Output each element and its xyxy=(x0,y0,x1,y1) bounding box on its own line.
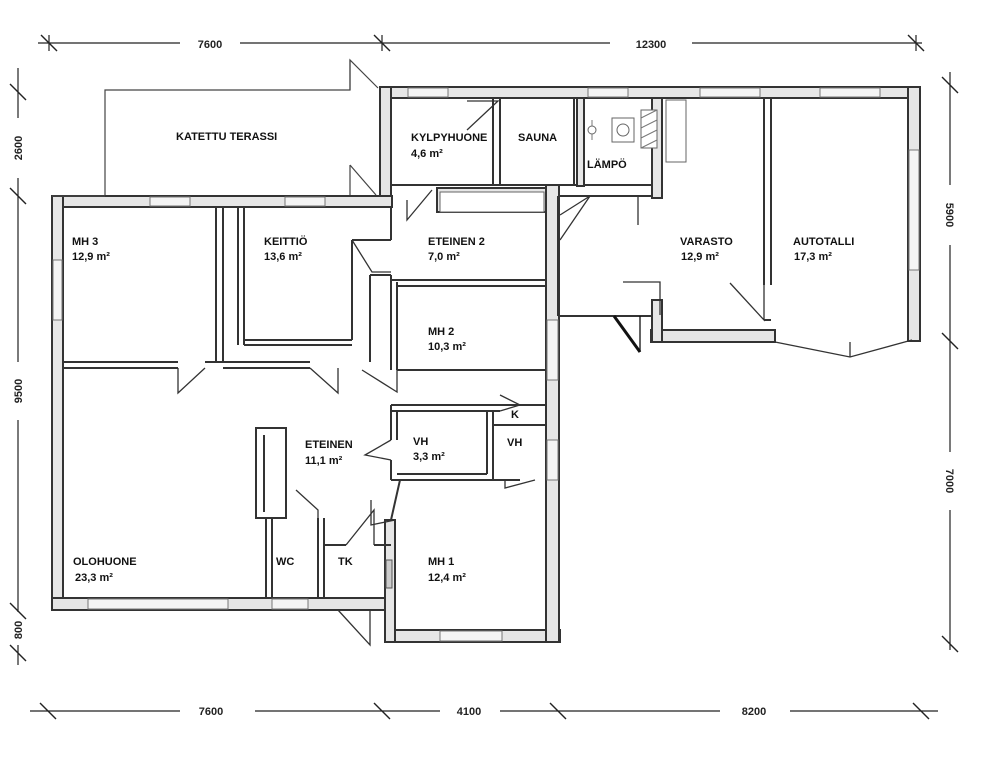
room-storage-name: VARASTO xyxy=(680,236,733,248)
room-garage-area: 17,3 m² xyxy=(794,251,832,263)
room-hall2-area: 7,0 m² xyxy=(428,251,460,263)
windows xyxy=(52,87,920,642)
room-bedroom2-area: 10,3 m² xyxy=(428,341,466,353)
dim-left-1: 2600 xyxy=(13,136,25,160)
dim-bottom-2: 4100 xyxy=(457,706,481,718)
dim-right-2: 7000 xyxy=(943,469,955,493)
equipment xyxy=(385,99,687,589)
interior-walls xyxy=(63,98,772,598)
room-sauna-name: SAUNA xyxy=(518,132,557,144)
room-bathroom-area: 4,6 m² xyxy=(411,148,443,160)
room-living-area: 23,3 m² xyxy=(75,572,113,584)
room-kitchen-name: KEITTIÖ xyxy=(264,235,308,248)
room-closet-vh-area: 3,3 m² xyxy=(413,451,445,463)
room-bedroom1-area: 12,4 m² xyxy=(428,572,466,584)
room-bedroom3-name: MH 3 xyxy=(72,236,98,248)
room-hall2-name: ETEINEN 2 xyxy=(428,236,485,248)
room-heating-name: LÄMPÖ xyxy=(587,158,627,171)
dim-right-1: 5900 xyxy=(943,203,955,227)
doors xyxy=(177,100,913,647)
dim-left-3: 800 xyxy=(13,621,25,639)
room-closet-k-name: K xyxy=(511,409,519,421)
room-storage-area: 12,9 m² xyxy=(681,251,719,263)
room-bedroom2-name: MH 2 xyxy=(428,326,454,338)
exterior-walls xyxy=(51,86,921,643)
room-kitchen-area: 13,6 m² xyxy=(264,251,302,263)
room-bedroom3-area: 12,9 m² xyxy=(72,251,110,263)
room-closet-vh-name: VH xyxy=(413,436,428,448)
room-garage-name: AUTOTALLI xyxy=(793,236,854,248)
dim-bottom-3: 8200 xyxy=(742,706,766,718)
room-tk-name: TK xyxy=(338,556,353,568)
room-bathroom-name: KYLPYHUONE xyxy=(411,132,487,144)
dimension-lines xyxy=(9,34,959,720)
room-terrace-name: KATETTU TERASSI xyxy=(176,131,277,143)
room-hall-area: 11,1 m² xyxy=(305,455,343,467)
room-bedroom1-name: MH 1 xyxy=(428,556,454,568)
dim-top-1: 7600 xyxy=(198,39,222,51)
dim-top-2: 12300 xyxy=(636,39,667,51)
room-living-name: OLOHUONE xyxy=(73,556,137,568)
room-hall-name: ETEINEN xyxy=(305,439,353,451)
room-wc-name: WC xyxy=(276,556,294,568)
covered-terrace xyxy=(104,58,379,196)
dim-bottom-1: 7600 xyxy=(199,706,223,718)
room-closet-vh-small-name: VH xyxy=(507,437,522,449)
dim-left-2: 9500 xyxy=(13,379,25,403)
